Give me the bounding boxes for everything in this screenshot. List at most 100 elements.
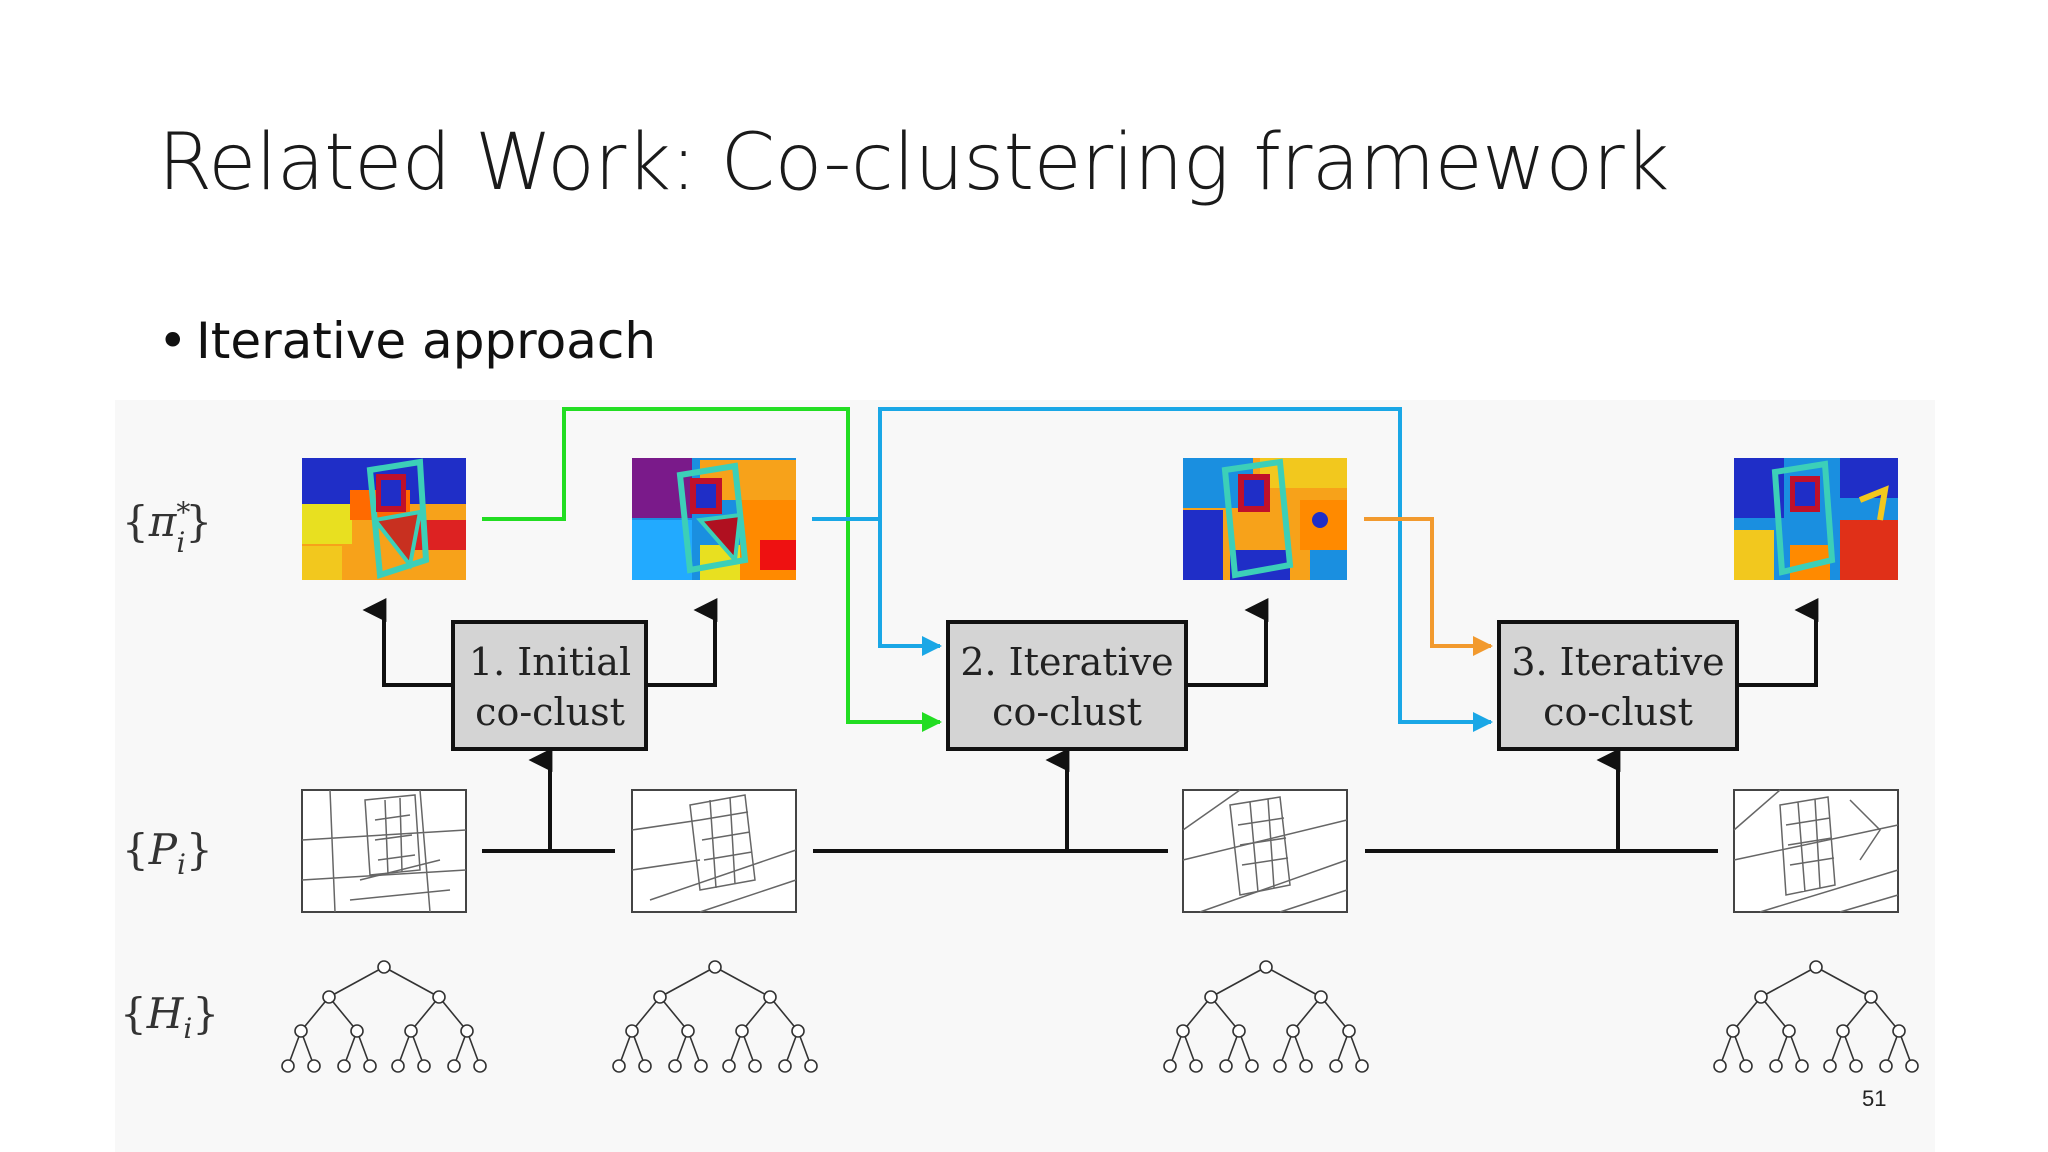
tree-edge (714, 966, 771, 998)
tree-node (763, 990, 777, 1004)
tree-node (307, 1059, 321, 1073)
tree-node (708, 960, 722, 974)
tree-node (1286, 1024, 1300, 1038)
tree-node (625, 1024, 639, 1038)
hierarchy-tree-3 (1163, 960, 1369, 1073)
tree-node (1245, 1059, 1259, 1073)
tree-node (1782, 1024, 1796, 1038)
cyan-feedback-arrow-2 (878, 407, 1493, 732)
tree-node (735, 1024, 749, 1038)
tree-node (1864, 990, 1878, 1004)
tree-node (778, 1059, 792, 1073)
tree-edge (1320, 996, 1350, 1032)
tree-node (1905, 1059, 1919, 1073)
tree-node (1232, 1024, 1246, 1038)
tree-node (1726, 1024, 1740, 1038)
tree-node (1892, 1024, 1906, 1038)
contour-image-3 (1182, 789, 1348, 913)
row-label-h: {Hi} (120, 989, 219, 1045)
tree-node (1176, 1024, 1190, 1038)
tree-node (681, 1024, 695, 1038)
row-label-p: {Pi} (122, 825, 213, 881)
tree-node (1219, 1059, 1233, 1073)
box-3-line-2: co-clust (1543, 690, 1693, 734)
slide-title: Related Work: Co-clustering framework (158, 118, 1669, 208)
tree-edge (438, 996, 468, 1032)
tree-node (1273, 1059, 1287, 1073)
tree-node (447, 1059, 461, 1073)
tree-node (1739, 1059, 1753, 1073)
box-1-line-1: 1. Initial (469, 640, 631, 684)
tree-node (1204, 990, 1218, 1004)
tree-edge (410, 996, 440, 1032)
tree-edge (1760, 966, 1817, 998)
tree-node (363, 1059, 377, 1073)
tree-node (404, 1024, 418, 1038)
box-1-line-2: co-clust (475, 690, 625, 734)
tree-node (638, 1059, 652, 1073)
tree-node (1849, 1059, 1863, 1073)
tree-node (1769, 1059, 1783, 1073)
segmentation-image-4 (1734, 458, 1898, 580)
process-box-3: 3. Iterative co-clust (1497, 620, 1739, 751)
tree-edge (741, 996, 771, 1032)
hierarchy-tree-2 (612, 960, 818, 1073)
tree-node (1795, 1059, 1809, 1073)
tree-node (1163, 1059, 1177, 1073)
process-box-1: 1. Initial co-clust (451, 620, 648, 751)
tree-node (1823, 1059, 1837, 1073)
row-label-pi: {π*i} (122, 496, 212, 559)
tree-node (322, 990, 336, 1004)
tree-node (460, 1024, 474, 1038)
tree-edge (659, 996, 689, 1032)
orange-feedback-arrow (1364, 517, 1493, 656)
tree-node (1355, 1059, 1369, 1073)
black-connectors (362, 598, 1819, 853)
tree-node (391, 1059, 405, 1073)
tree-node (281, 1059, 295, 1073)
tree-node (1754, 990, 1768, 1004)
tree-node (694, 1059, 708, 1073)
box-2-line-1: 2. Iterative (960, 640, 1173, 684)
contour-image-4 (1733, 789, 1899, 913)
tree-node (722, 1059, 736, 1073)
hierarchy-trees (281, 960, 1919, 1073)
tree-node (791, 1024, 805, 1038)
box-3-line-1: 3. Iterative (1511, 640, 1724, 684)
bullet-text: Iterative approach (196, 312, 657, 370)
tree-edge (383, 966, 440, 998)
tree-edge (659, 966, 716, 998)
svg-text:{Pi}: {Pi} (122, 825, 213, 881)
tree-edge (769, 996, 799, 1032)
tree-node (1713, 1059, 1727, 1073)
tree-node (1299, 1059, 1313, 1073)
green-feedback-arrow (482, 407, 942, 732)
segmentation-image-2 (632, 458, 796, 580)
tree-node (668, 1059, 682, 1073)
tree-node (1836, 1024, 1850, 1038)
tree-edge (300, 996, 330, 1032)
tree-edge (1292, 996, 1322, 1032)
tree-node (1189, 1059, 1203, 1073)
process-box-2: 2. Iterative co-clust (946, 620, 1188, 751)
tree-node (1879, 1059, 1893, 1073)
tree-edge (1210, 966, 1267, 998)
tree-node (612, 1059, 626, 1073)
tree-node (1809, 960, 1823, 974)
tree-node (1259, 960, 1273, 974)
tree-node (653, 990, 667, 1004)
box-2-line-2: co-clust (992, 690, 1142, 734)
tree-node (473, 1059, 487, 1073)
tree-node (432, 990, 446, 1004)
tree-node (294, 1024, 308, 1038)
tree-edge (328, 966, 385, 998)
tree-edge (1182, 996, 1212, 1032)
tree-node (377, 960, 391, 974)
tree-node (748, 1059, 762, 1073)
tree-edge (1760, 996, 1790, 1032)
tree-edge (1815, 966, 1872, 998)
svg-text:{π*i}: {π*i} (122, 496, 212, 559)
tree-node (1342, 1024, 1356, 1038)
contour-image-2 (631, 789, 797, 913)
